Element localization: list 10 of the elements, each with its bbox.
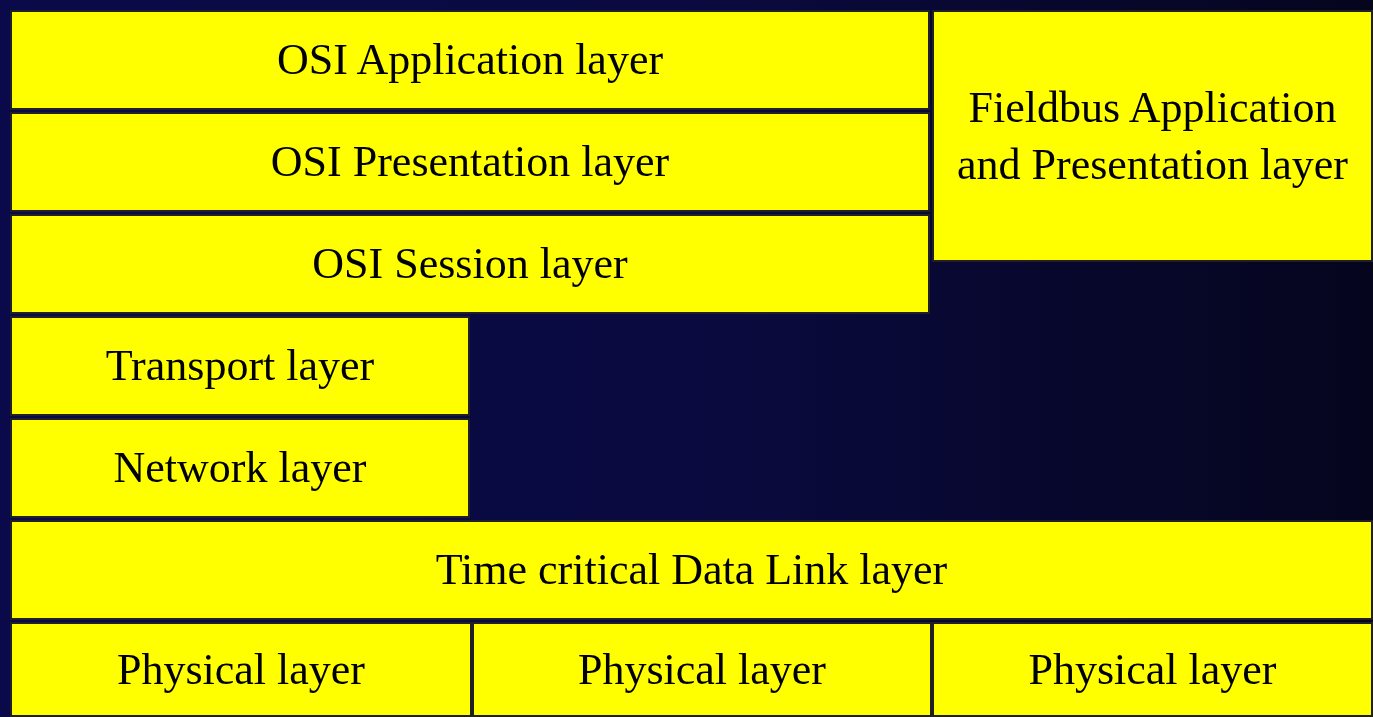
layer-block: OSI Session layer	[10, 214, 930, 314]
layer-block: Network layer	[10, 418, 470, 518]
layer-block: Transport layer	[10, 316, 470, 416]
layer-block: Time critical Data Link layer	[10, 520, 1373, 620]
layer-block: Physical layer	[472, 622, 932, 717]
layer-block: Fieldbus Application and Presentation layer	[932, 10, 1373, 262]
layer-block: OSI Application layer	[10, 10, 930, 110]
layer-block: OSI Presentation layer	[10, 112, 930, 212]
layer-block: Physical layer	[10, 622, 472, 717]
layer-block: Physical layer	[932, 622, 1373, 717]
